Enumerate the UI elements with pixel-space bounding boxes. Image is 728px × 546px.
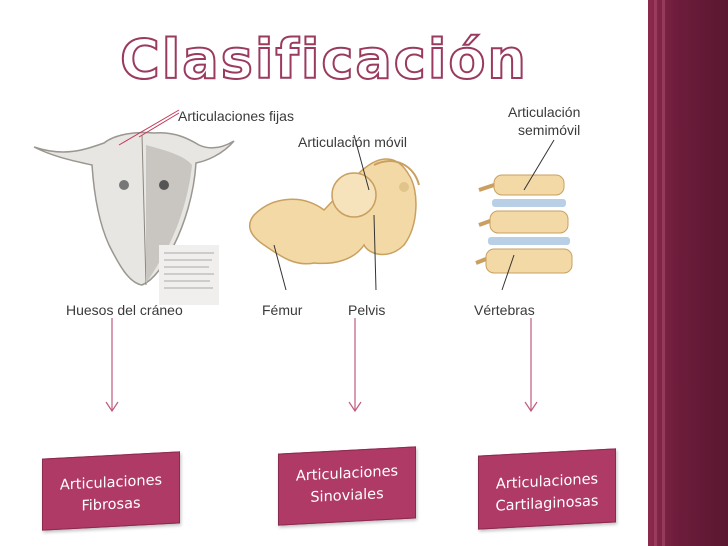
label-semimobile-line1: Articulación <box>508 104 581 120</box>
label-fixed-joints: Articulaciones fijas <box>178 108 294 124</box>
label-pelvis: Pelvis <box>348 302 386 318</box>
joints-illustration <box>33 109 573 305</box>
decorative-side-band <box>648 0 728 546</box>
box-fibrous-joints: Articulaciones Fibrosas <box>42 451 180 531</box>
label-femur: Fémur <box>262 302 303 318</box>
skull-image <box>33 109 235 305</box>
label-vertebrae: Vértebras <box>474 302 535 318</box>
label-semimobile-line2: semimóvil <box>518 122 581 138</box>
label-skull-bones: Huesos del cráneo <box>66 302 183 318</box>
box-synovial-joints: Articulaciones Sinoviales <box>278 446 416 526</box>
box-cartilaginous-joints: Articulaciones Cartilaginosas <box>478 448 616 530</box>
label-mobile-joint: Articulación móvil <box>298 134 407 150</box>
vertebrae-image <box>475 139 573 291</box>
slide-title: Clasificación <box>119 27 528 92</box>
hip-joint-image <box>248 134 420 291</box>
